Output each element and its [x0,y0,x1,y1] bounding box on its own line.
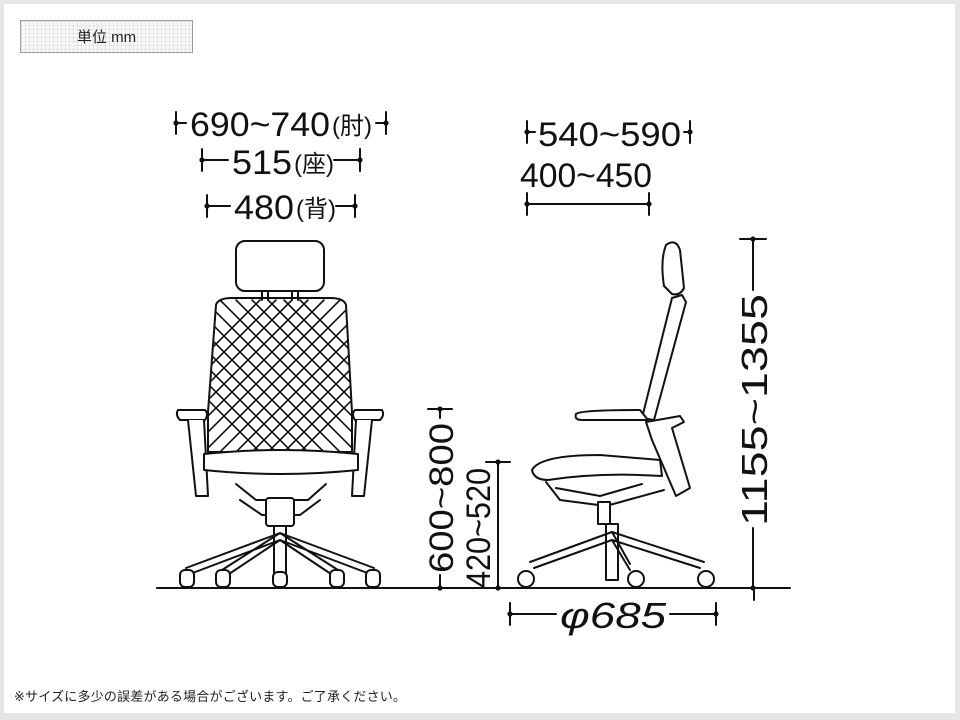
seat-front [203,449,359,475]
seat-width-suffix: (座) [294,151,334,178]
seat-height-value: 420~520 [460,468,498,588]
overall-depth-value: 540~590 [538,116,681,154]
back-width-value: 480 [234,189,294,227]
front-view-chair [175,240,385,588]
backrest-mesh [208,299,352,452]
base-side [529,531,705,565]
mechanism-front [265,497,295,527]
right-armrest [352,409,385,421]
disclaimer-note: ※サイズに多少の誤差がある場合がございます。ご了承ください。 [14,690,407,705]
unit-label: 単位 mm [20,20,193,53]
seat-side [531,454,663,481]
headrest-front [235,240,325,292]
page-frame [4,4,955,713]
overall-width-suffix: (肘) [332,113,372,140]
overall-width-value: 690~740 [190,106,330,144]
back-width-suffix: (背) [296,196,336,223]
armrest-height-value: 600~800 [423,423,461,573]
dimension-dots [173,120,756,617]
backrest-side [641,294,687,421]
side-view-chair [517,241,715,588]
base-diameter-value: φ685 [560,595,667,636]
overall-height-value: 1155~1355 [734,294,775,526]
unit-label-text: 単位 mm [76,29,137,46]
left-armrest [175,409,208,421]
armrest-side [574,409,649,421]
seat-depth-value: 400~450 [520,157,652,195]
headrest-side [661,241,685,296]
seat-width-value: 515 [232,144,292,182]
